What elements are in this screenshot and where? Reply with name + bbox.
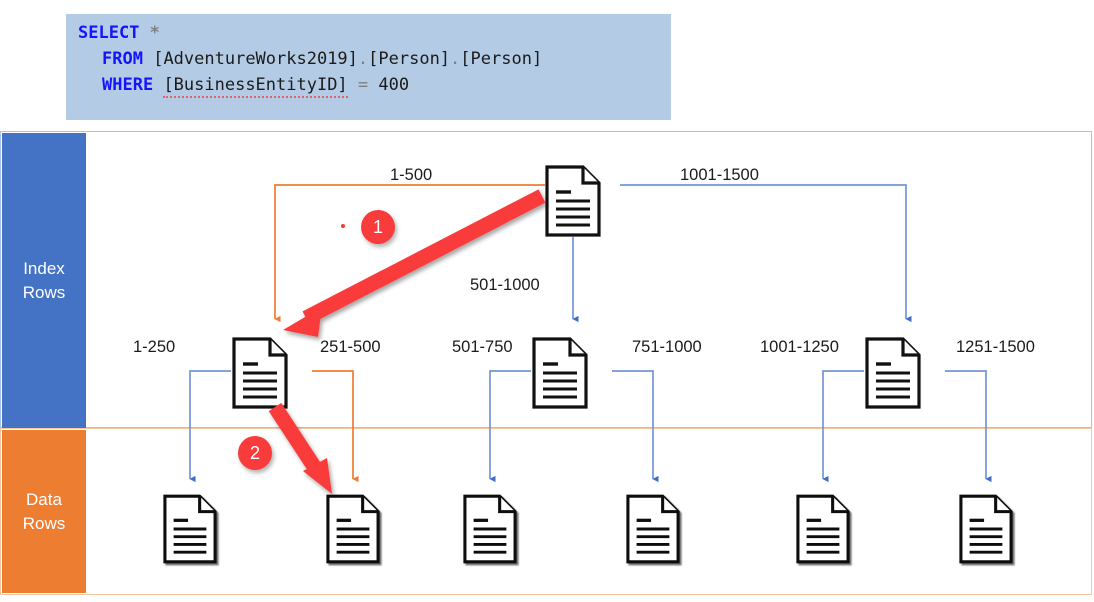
index-rows-panel [0,131,1092,428]
step-1-badge: 1 [361,210,395,244]
step-2-badge: 2 [238,436,272,470]
sql-line-from: FROM [AdventureWorks2019].[Person].[Pers… [78,46,671,72]
index-rows-label: Index Rows [2,133,86,428]
data-rows-label-line1: Data [26,489,62,509]
sql-operator-equals: = [357,75,369,95]
data-rows-label-line2: Rows [22,513,66,533]
data-rows-label: Data Rows [2,430,86,593]
sql-literal-value: 400 [378,75,410,95]
index-rows-label-line2: Rows [22,282,66,302]
edge-label-501-1000: 501-1000 [470,276,540,294]
data-rows-panel [0,428,1092,595]
edge-label-1251-1500: 1251-1500 [956,338,1035,356]
sql-keyword-select: SELECT [78,23,140,43]
sql-keyword-from: FROM [102,49,143,69]
sql-table-name: [Person] [460,49,543,69]
step-1-dot [341,224,345,228]
sql-schema-name: [Person] [368,49,451,69]
sql-line-select: SELECT * [78,20,671,46]
sql-dot-2: . [450,49,461,69]
edge-label-1001-1250: 1001-1250 [760,338,839,356]
edge-label-1-250: 1-250 [133,338,176,356]
sql-line-where: WHERE [BusinessEntityID] = 400 [78,72,671,98]
sql-database-name: [AdventureWorks2019] [153,49,358,69]
edge-label-751-1000: 751-1000 [632,338,702,356]
sql-star: * [149,23,160,43]
edge-label-1001-1500: 1001-1500 [680,166,759,184]
sql-query-box: SELECT * FROM [AdventureWorks2019].[Pers… [66,14,671,120]
index-rows-label-line1: Index [23,258,65,278]
edge-label-251-500: 251-500 [320,338,381,356]
edge-label-1-500: 1-500 [390,166,433,184]
btree-index-diagram: Index Rows Data Rows [0,131,1094,596]
sql-column-name: [BusinessEntityID] [163,75,348,98]
edge-label-501-750: 501-750 [452,338,513,356]
sql-keyword-where: WHERE [102,75,154,95]
sql-dot-1: . [357,49,369,69]
